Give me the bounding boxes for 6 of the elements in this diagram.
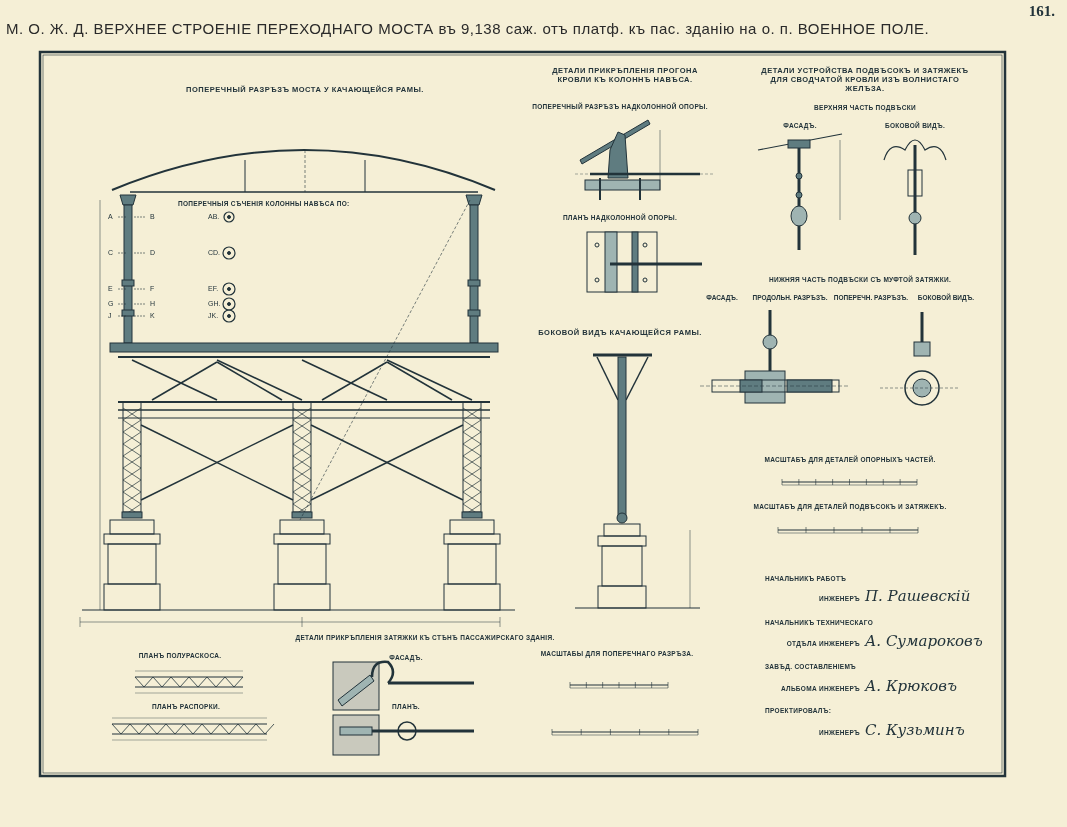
signature-name: П. Рашевскiй [865,587,971,605]
signature-name: А. Крюковъ [865,677,958,695]
signature-name: С. Кузьминъ [865,721,965,739]
signature-name: А. Сумароковъ [865,632,983,650]
page-number: 161. [1028,2,1055,20]
sheet-title: М. О. Ж. Д. ВЕРХНЕЕ СТРОЕНIЕ ПЕРЕХОДНАГО МОСТА въ 9,138 саж. отъ платф. къ пас. зданiю на о. п. ВОЕННОЕ ПОЛЕ. [6,20,930,37]
